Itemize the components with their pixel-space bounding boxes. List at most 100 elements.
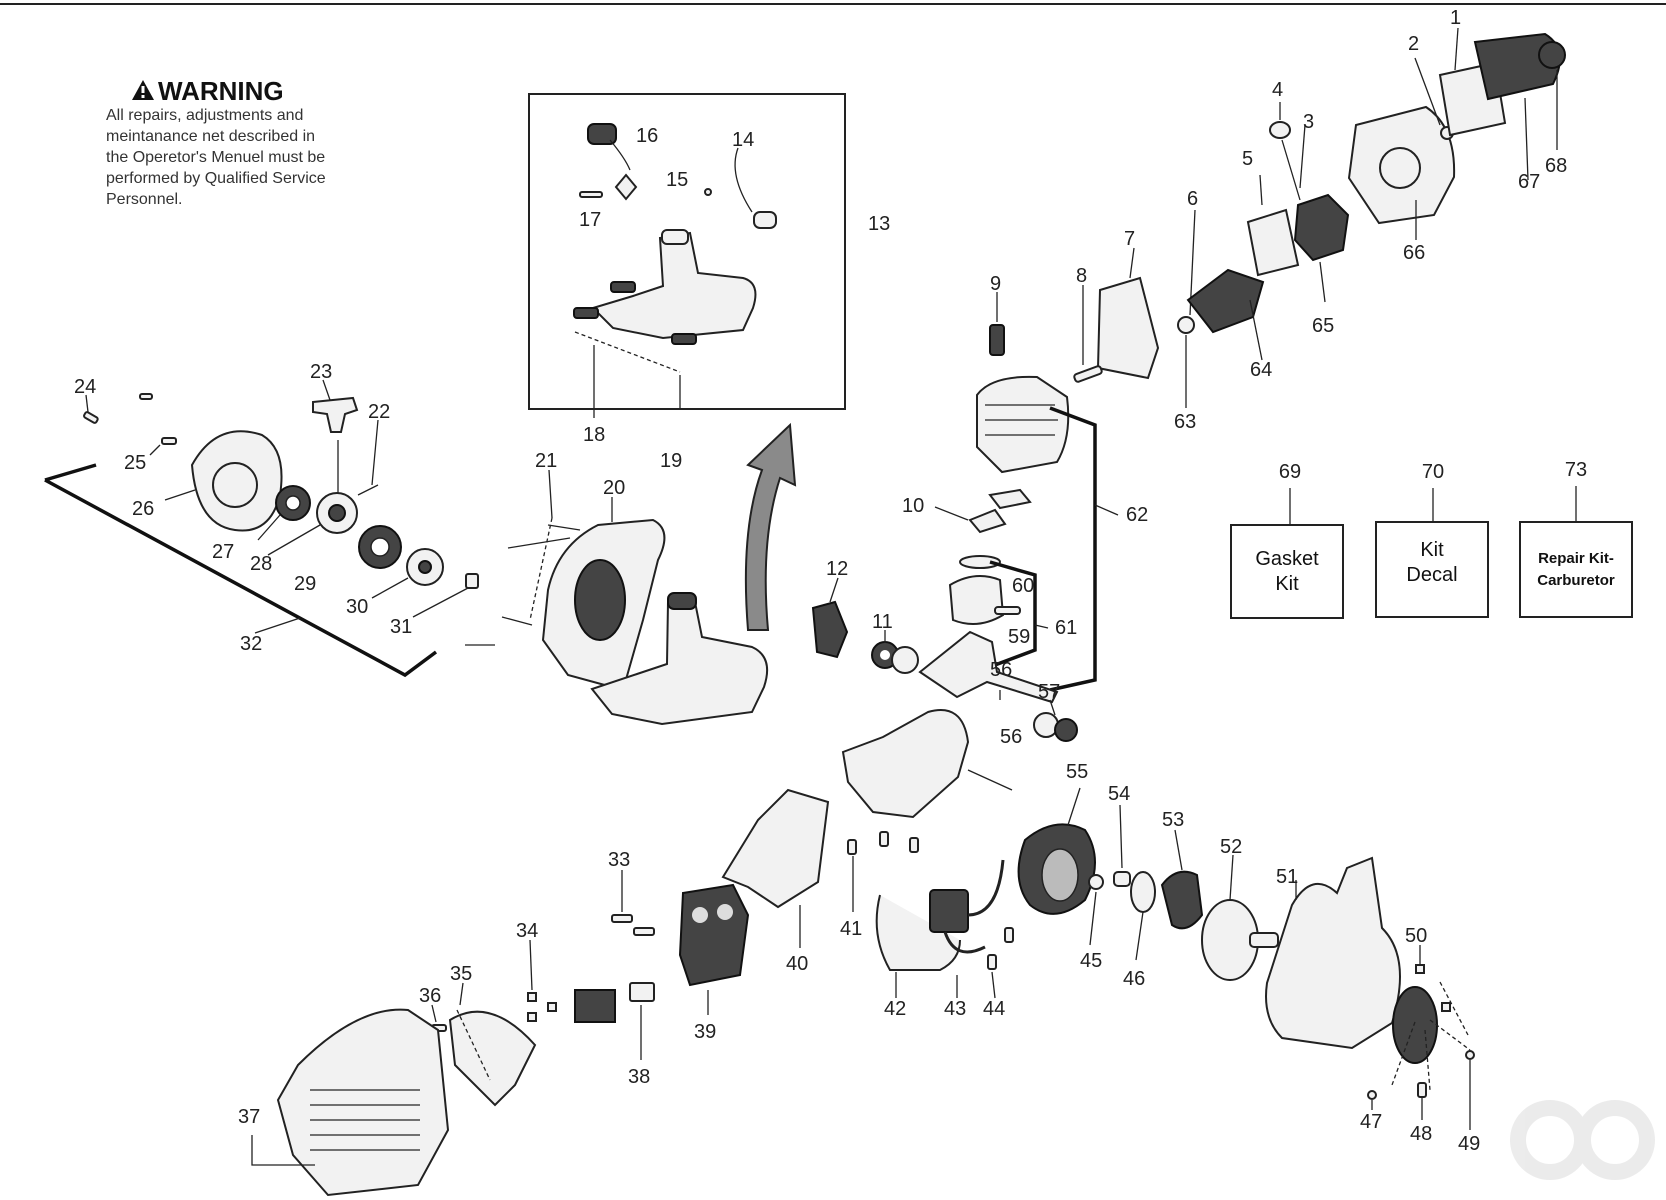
part-label: 45 — [1080, 950, 1102, 972]
warning-line: All repairs, adjustments and — [106, 107, 303, 124]
piston-part — [948, 575, 1005, 625]
engine-core-group — [811, 247, 1160, 912]
part-label: 66 — [1403, 242, 1425, 264]
part-label: 29 — [294, 573, 316, 595]
kit-69: Gasket Kit 69 — [1230, 461, 1344, 619]
part-label: 25 — [124, 452, 146, 474]
kit-label: Kit — [1420, 539, 1444, 561]
fuel-tank-part — [591, 231, 757, 340]
part-label: 64 — [1250, 359, 1272, 381]
part-label: 60 — [1012, 575, 1034, 597]
warning-line: the Operetor's Menuel must be — [106, 149, 325, 166]
part-label: 26 — [132, 498, 154, 520]
fuel-line-connector-part — [753, 211, 777, 229]
kit-label: Repair Kit- — [1538, 550, 1614, 567]
lower-middle-group — [875, 787, 1475, 1130]
part-label: 9 — [990, 273, 1001, 295]
part-label: 55 — [1066, 761, 1088, 783]
part-label: 62 — [1126, 504, 1148, 526]
part-label: 49 — [1458, 1133, 1480, 1155]
part-label: 18 — [583, 424, 605, 446]
part-label: 40 — [786, 953, 808, 975]
part-label: 10 — [902, 495, 924, 517]
grommet-part — [579, 191, 603, 198]
shroud-part — [276, 1008, 450, 1197]
heat-shield-plate-part — [721, 788, 830, 909]
part-label: 2 — [1408, 33, 1419, 55]
part-label: 48 — [1410, 1123, 1432, 1145]
kit-label: Carburetor — [1537, 572, 1615, 589]
part-label: 21 — [535, 450, 557, 472]
part-label: 27 — [212, 541, 234, 563]
part-label: 61 — [1055, 617, 1077, 639]
warning-title: WARNING — [158, 76, 284, 106]
direction-arrow-icon — [744, 422, 797, 631]
fuel-tank-inset — [528, 93, 846, 418]
ignition-coil-part — [929, 889, 969, 933]
part-label: 35 — [450, 963, 472, 985]
crankshaft-part — [918, 630, 1059, 704]
part-label: 22 — [368, 401, 390, 423]
part-label: 37 — [238, 1106, 260, 1128]
part-label: 34 — [516, 920, 538, 942]
part-label: 16 — [636, 125, 658, 147]
part-label: 52 — [1220, 836, 1242, 858]
part-label: 43 — [944, 998, 966, 1020]
recoil-starter-group — [44, 379, 479, 678]
part-label: 5 — [1242, 148, 1253, 170]
part-label: 30 — [346, 596, 368, 618]
part-label: 8 — [1076, 265, 1087, 287]
part-label: 6 — [1187, 188, 1198, 210]
engine-cover-group — [465, 469, 768, 726]
part-label: 65 — [1312, 315, 1334, 337]
kit-label: Gasket — [1255, 548, 1319, 570]
part-label: 17 — [579, 209, 601, 231]
crankcase-part — [841, 709, 970, 819]
kit-73: Repair Kit- Carburetor 73 — [1519, 459, 1633, 618]
gear-housing-part — [1265, 856, 1401, 1050]
part-label: 36 — [419, 985, 441, 1007]
part-label: 32 — [240, 633, 262, 655]
part-label: 19 — [660, 450, 682, 472]
part-label: 56 — [990, 659, 1012, 681]
part-label: 3 — [1303, 111, 1314, 133]
lower-left-group — [251, 788, 830, 1197]
fuel-tank-part — [590, 595, 768, 726]
watermark-logo-icon — [1510, 1100, 1655, 1180]
part-label: 7 — [1124, 228, 1135, 250]
part-label: 11 — [872, 611, 893, 633]
part-label: 53 — [1162, 809, 1184, 831]
part-label: 41 — [840, 918, 862, 940]
fuel-filter-part — [614, 173, 638, 201]
muffler-part — [678, 883, 750, 987]
part-label: 51 — [1276, 866, 1298, 888]
part-label: 31 — [390, 616, 412, 638]
cylinder-part — [976, 375, 1070, 474]
clutch-part — [1160, 870, 1204, 930]
part-label: 63 — [1174, 411, 1196, 433]
part-label: 44 — [983, 998, 1005, 1020]
cover-knob-part — [1538, 41, 1566, 69]
part-label: 50 — [1405, 925, 1427, 947]
part-label: 28 — [250, 553, 272, 575]
part-label: 14 — [732, 129, 754, 151]
part-number-labels: 1 2 3 4 5 6 7 8 9 10 11 12 13 14 15 16 1… — [74, 7, 1567, 1155]
part-label: 42 — [884, 998, 906, 1020]
part-label: 68 — [1545, 155, 1567, 177]
warning-line: meintanance net described in — [106, 128, 315, 145]
part-label: 12 — [826, 558, 848, 580]
part-label: 46 — [1123, 968, 1145, 990]
part-label: 54 — [1108, 783, 1130, 805]
part-label: 59 — [1008, 626, 1030, 648]
kit-label: Kit — [1275, 573, 1299, 595]
carburetor-group — [1177, 27, 1566, 408]
carburetor-part — [1293, 193, 1350, 262]
kit-70: Kit Decal 70 — [1375, 461, 1489, 618]
warning-line: Personnel. — [106, 191, 183, 208]
part-label: 47 — [1360, 1111, 1382, 1133]
kit-number: 69 — [1279, 461, 1301, 483]
kit-label: Decal — [1406, 564, 1457, 586]
part-label: 67 — [1518, 171, 1540, 193]
part-label: 38 — [628, 1066, 650, 1088]
